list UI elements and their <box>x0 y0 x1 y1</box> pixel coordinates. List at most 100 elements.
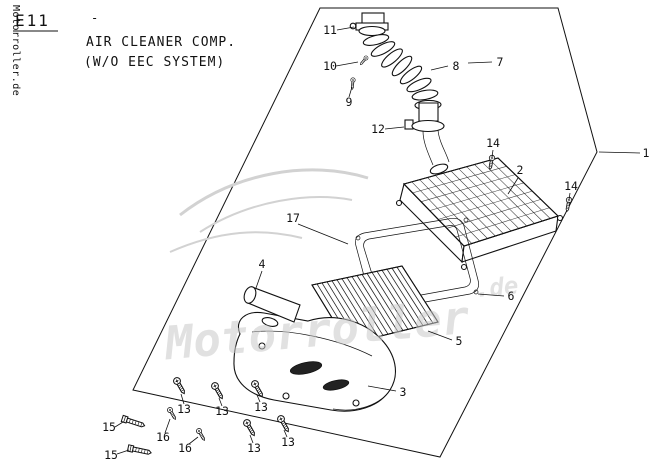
grid-line <box>455 207 550 238</box>
grid-line <box>490 160 551 219</box>
hose-rib <box>362 34 390 46</box>
callout-17: 17 <box>286 211 300 225</box>
grid-line <box>429 182 524 211</box>
grid-line <box>341 278 379 337</box>
case-mount-hole <box>395 199 403 207</box>
screw-14 <box>563 196 573 213</box>
page-title: AIR CLEANER COMP. <box>86 35 236 50</box>
screw-16 <box>166 406 179 422</box>
grid-line <box>371 272 409 330</box>
screw-16 <box>195 427 208 443</box>
watermark-suffix-text: .de <box>474 271 520 303</box>
grid-line <box>466 166 527 227</box>
callout-13: 13 <box>281 435 295 449</box>
gasket-ear <box>473 289 479 295</box>
hose-bottom-connector <box>418 102 439 122</box>
callout-15: 15 <box>102 420 116 434</box>
title-block: E11 - AIR CLEANER COMP. (W/O EEC SYSTEM) <box>13 11 236 70</box>
cover-screw-hole <box>258 342 266 350</box>
cover-slot <box>322 379 350 391</box>
grid-line <box>412 166 507 194</box>
callout-11: 11 <box>323 23 337 37</box>
grid-line <box>396 266 434 324</box>
callout-6: 6 <box>508 289 515 303</box>
callout-16: 16 <box>156 430 170 444</box>
grid-line <box>427 177 488 239</box>
grid-line <box>391 267 429 325</box>
screw-13 <box>171 375 188 396</box>
bolt-15 <box>126 444 153 457</box>
callout-9: 9 <box>346 95 353 109</box>
callout-12: 12 <box>371 122 385 136</box>
screw-13 <box>209 380 226 401</box>
grid-line <box>376 271 414 329</box>
grid-line <box>443 173 504 234</box>
callout-16: 16 <box>178 441 192 455</box>
callout-14: 14 <box>486 136 500 150</box>
bolt-10 <box>358 54 370 67</box>
callout-10: 10 <box>323 59 337 73</box>
cover-crease <box>251 330 373 357</box>
callout-13: 13 <box>177 402 191 416</box>
callout-7: 7 <box>497 55 504 69</box>
cover-rim <box>332 389 391 411</box>
hose-rib <box>391 55 413 77</box>
parts-layer <box>120 12 573 457</box>
grid-line <box>458 168 519 229</box>
callout-14: 14 <box>564 179 578 193</box>
hose-rib <box>370 41 396 57</box>
callout-1: 1 <box>643 146 650 160</box>
hose-rib <box>381 48 403 68</box>
hose-rib <box>399 65 423 85</box>
grid-line <box>450 170 512 232</box>
grid-line <box>421 174 516 202</box>
grid-line <box>386 268 424 326</box>
leader-lines <box>114 26 641 455</box>
grid-line <box>346 277 384 336</box>
diagram-boundary <box>132 7 598 458</box>
grid-line <box>482 162 543 222</box>
callout-3: 3 <box>400 385 407 399</box>
callout-13: 13 <box>247 441 261 455</box>
callout-13: 13 <box>215 404 229 418</box>
callout-2: 2 <box>517 163 524 177</box>
grid-line <box>351 276 389 335</box>
grid-line <box>411 181 472 244</box>
case-mount-hole <box>460 263 468 271</box>
dash-mark: - <box>91 11 98 25</box>
grid-line <box>366 273 404 331</box>
cover-screw-hole <box>282 392 290 400</box>
hose-rib <box>411 89 439 101</box>
side-watermark-text: Motorroller.de <box>10 5 21 96</box>
screw-13 <box>241 417 258 438</box>
screw-9 <box>349 77 356 90</box>
grid-line <box>356 275 394 334</box>
case-inlet-collar <box>429 163 449 175</box>
callout-13: 13 <box>254 400 268 414</box>
watermark-swoosh <box>169 168 369 253</box>
callout-4: 4 <box>259 257 266 271</box>
grid-line <box>446 199 541 229</box>
bolt-15 <box>120 414 147 430</box>
hose-clamp-bottom-screw <box>404 119 414 130</box>
case-inlet-stub <box>422 129 450 166</box>
page-subtitle: (W/O EEC SYSTEM) <box>84 55 225 70</box>
cover-duct-collar <box>261 317 279 327</box>
callout-15: 15 <box>104 448 118 462</box>
case-mesh-grid <box>411 160 551 244</box>
cover-slot <box>289 361 323 375</box>
grid-line <box>474 164 535 224</box>
grid-line <box>435 175 496 237</box>
callout-labels: 1 2 3 4 5 6 7 8 9 10 11 12 13 13 13 13 1… <box>102 23 649 462</box>
cover-screw-hole <box>352 399 360 407</box>
page-code: E11 <box>15 11 50 30</box>
hose-clamp-top-screw <box>349 22 357 30</box>
air-cleaner-case <box>395 129 564 271</box>
gasket-ear <box>355 235 361 241</box>
intake-hose <box>349 12 445 133</box>
grid-line <box>361 274 399 333</box>
grid-line <box>381 269 419 328</box>
case-mount-hole <box>556 214 564 222</box>
